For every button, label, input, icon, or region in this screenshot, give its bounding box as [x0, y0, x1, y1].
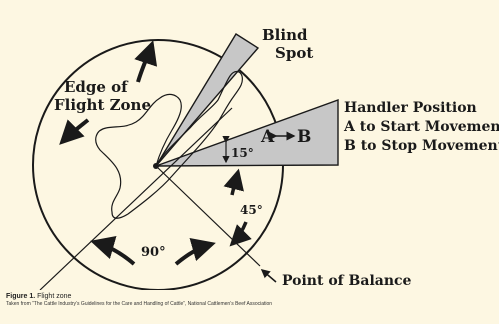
blind-spot-wedge: [155, 33, 260, 167]
point-of-balance-label: Point of Balance: [282, 273, 412, 289]
caption-source: Taken from “The Cattle Industry’s Guidel…: [6, 301, 273, 307]
figure-caption: Figure 1. Flight zone Taken from “The Ca…: [6, 292, 496, 308]
zone-a-label: A: [260, 127, 275, 147]
handler-label-line3: B to Stop Movement: [344, 138, 499, 154]
handler-label-line2: A to Start Movement: [343, 119, 499, 135]
angle-45-label: 45°: [240, 203, 263, 217]
caption-figure-title: Flight zone: [37, 293, 72, 300]
angle-90-label: 90°: [141, 245, 166, 260]
cow-outline: [95, 70, 243, 219]
edge-label-line1: Edge of: [64, 78, 129, 96]
blind-spot-label-line2: Spot: [275, 44, 313, 62]
caption-figure-label: Figure 1.: [6, 293, 36, 300]
zone-b-label: B: [297, 127, 311, 147]
flight-zone-diagram: Blind Spot Edge of Flight Zone Handler P…: [32, 26, 499, 290]
bottom-right-movement-arrow: [174, 237, 216, 266]
balance-movement-arrow: [229, 221, 252, 247]
body-axis-line: [39, 107, 233, 290]
edge-label-line2: Flight Zone: [54, 96, 151, 114]
caption-title: Figure 1. Flight zone: [6, 292, 496, 301]
top-movement-arrow: [134, 40, 158, 83]
left-movement-arrow: [59, 118, 90, 145]
bottom-left-movement-arrow: [90, 235, 136, 266]
cow-head-point: [153, 163, 159, 169]
handler-label-line1: Handler Position: [344, 100, 477, 116]
point-of-balance-line: [155, 165, 261, 267]
handler-position-wedge: [155, 99, 339, 167]
blind-spot-label-line1: Blind: [262, 26, 308, 44]
point-of-balance-arrow: [260, 269, 277, 283]
angle-15-label: 15°: [231, 146, 254, 160]
handler-movement-arrow: [223, 168, 244, 196]
